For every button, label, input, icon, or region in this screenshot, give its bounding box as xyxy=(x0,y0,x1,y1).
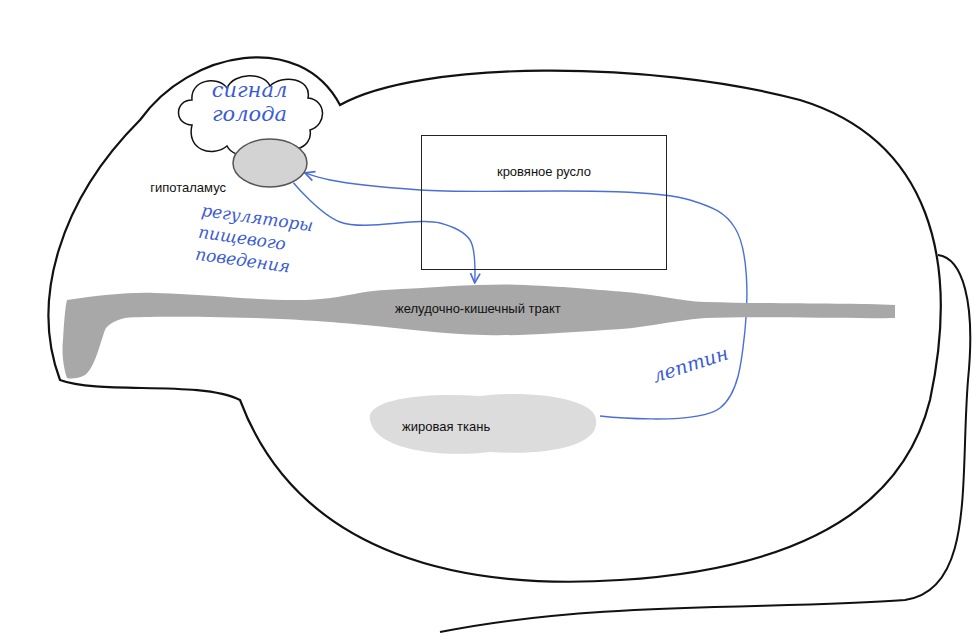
band-shape xyxy=(62,284,895,378)
bloodstream-box: кровяное русло xyxy=(421,135,667,270)
cloud-text: сигнал голода xyxy=(195,78,305,126)
gi-tract-band-outline xyxy=(60,283,900,380)
hypothalamus-ellipse-outline xyxy=(232,138,308,188)
hypothalamus-ellipse: гипоталамус xyxy=(232,138,308,188)
band-label: желудочно-кишечный тракт xyxy=(395,301,561,316)
ellipse-shape xyxy=(233,139,307,187)
edge-label: лептин xyxy=(646,340,734,389)
blob-shape xyxy=(370,394,597,454)
fat-tissue-blob: жировая ткань xyxy=(360,390,600,458)
region-label: жировая ткань xyxy=(402,419,490,434)
gi-tract-band: желудочно-кишечный тракт xyxy=(60,283,900,380)
edge-label: регуляторы пищевого поведения xyxy=(191,198,325,283)
mouse-body-outline xyxy=(49,57,941,581)
node-label: гипоталамус xyxy=(150,180,226,195)
box-label: кровяное русло xyxy=(497,164,591,179)
